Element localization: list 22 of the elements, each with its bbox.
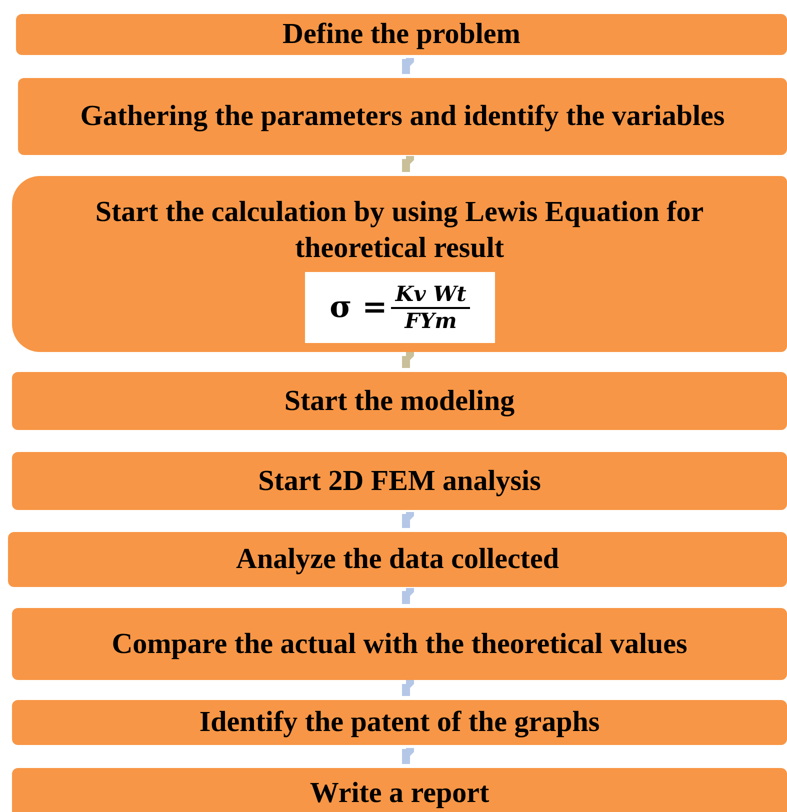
step-text: Start 2D FEM analysis	[257, 464, 542, 499]
process-box	[18, 78, 787, 155]
denominator: FYm	[403, 308, 458, 333]
step-text: Start the calculation by using Lewis Equation for theoretical result	[94, 195, 705, 266]
step-text: Compare the actual with the theoretical values	[110, 626, 688, 662]
process-box	[12, 608, 787, 680]
step-text: Analyze the data collected	[235, 542, 560, 578]
process-box	[12, 176, 787, 352]
step-text: Gathering the parameters and identify the variables	[79, 99, 726, 134]
process-box	[12, 700, 787, 745]
formula-symbol: σ =	[330, 292, 388, 322]
step-text: Write a report	[308, 776, 490, 811]
numerator: Kv Wt	[391, 282, 470, 308]
process-box	[12, 768, 787, 812]
step-text: Identify the patent of the graphs	[198, 705, 601, 740]
step-text: Start the modeling	[283, 384, 516, 419]
process-box	[12, 372, 787, 430]
process-box	[12, 452, 787, 510]
process-box	[8, 532, 787, 587]
step-text: Define the problem	[282, 17, 522, 52]
formula-box	[305, 272, 495, 343]
process-box	[16, 14, 787, 55]
